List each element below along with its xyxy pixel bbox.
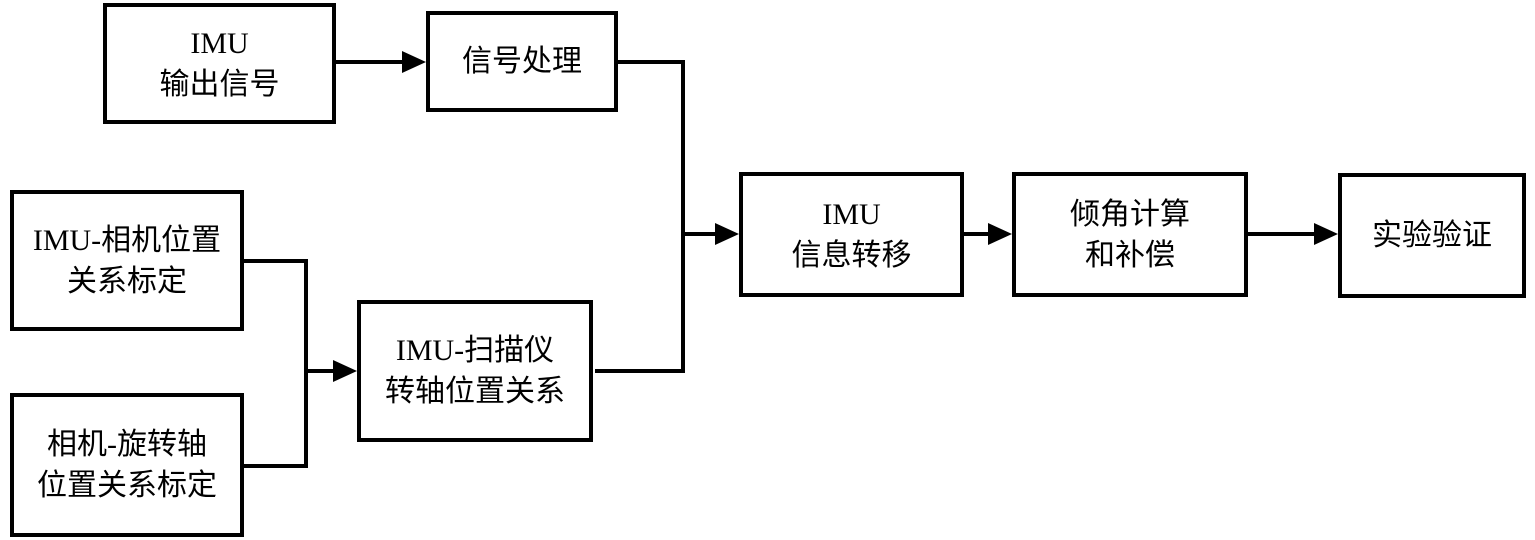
node-imu-camera-position-calibration: IMU-相机位置 关系标定 xyxy=(10,190,244,331)
arrow-tilt-calc-to-experiment xyxy=(1246,223,1338,245)
arrow-bracket-to-imu-scanner xyxy=(304,360,357,382)
node-imu-output-signal: IMU 输出信号 xyxy=(103,3,336,124)
connector-signal-processing-and-scanner-merge xyxy=(595,60,685,373)
node-experimental-verification: 实验验证 xyxy=(1338,173,1526,298)
node-label-line: 和补偿 xyxy=(1085,238,1175,272)
node-label-line: IMU xyxy=(190,26,249,60)
node-camera-rotation-axis-calibration: 相机-旋转轴 位置关系标定 xyxy=(10,393,244,537)
arrow-imu-transfer-to-tilt-calc xyxy=(962,223,1012,245)
arrow-imu-output-to-signal-processing xyxy=(334,51,426,73)
connector-calibration-bracket xyxy=(242,259,308,468)
node-label-line: IMU-相机位置 xyxy=(32,223,222,257)
node-label-line: 位置关系标定 xyxy=(37,469,217,502)
node-tilt-calculation-compensation: 倾角计算 和补偿 xyxy=(1012,172,1248,297)
node-label-line: 信号处理 xyxy=(462,45,582,78)
node-imu-scanner-axis-relation: IMU-扫描仪 转轴位置关系 xyxy=(357,300,593,442)
arrow-junction-to-imu-transfer xyxy=(681,223,739,245)
node-label-line: IMU xyxy=(822,197,881,231)
node-label-line: 相机-旋转轴 xyxy=(47,428,207,461)
node-label-line: 实验验证 xyxy=(1372,219,1492,252)
node-signal-processing: 信号处理 xyxy=(426,11,618,112)
node-imu-information-transfer: IMU 信息转移 xyxy=(739,172,964,297)
node-label-line: 信息转移 xyxy=(791,238,912,272)
node-label-line: 关系标定 xyxy=(67,264,187,298)
node-label-line: IMU-扫描仪 xyxy=(395,334,555,367)
node-label-line: 转轴位置关系 xyxy=(385,375,565,408)
node-label-line: 倾角计算 xyxy=(1070,197,1190,231)
node-label-line: 输出信号 xyxy=(159,67,280,101)
